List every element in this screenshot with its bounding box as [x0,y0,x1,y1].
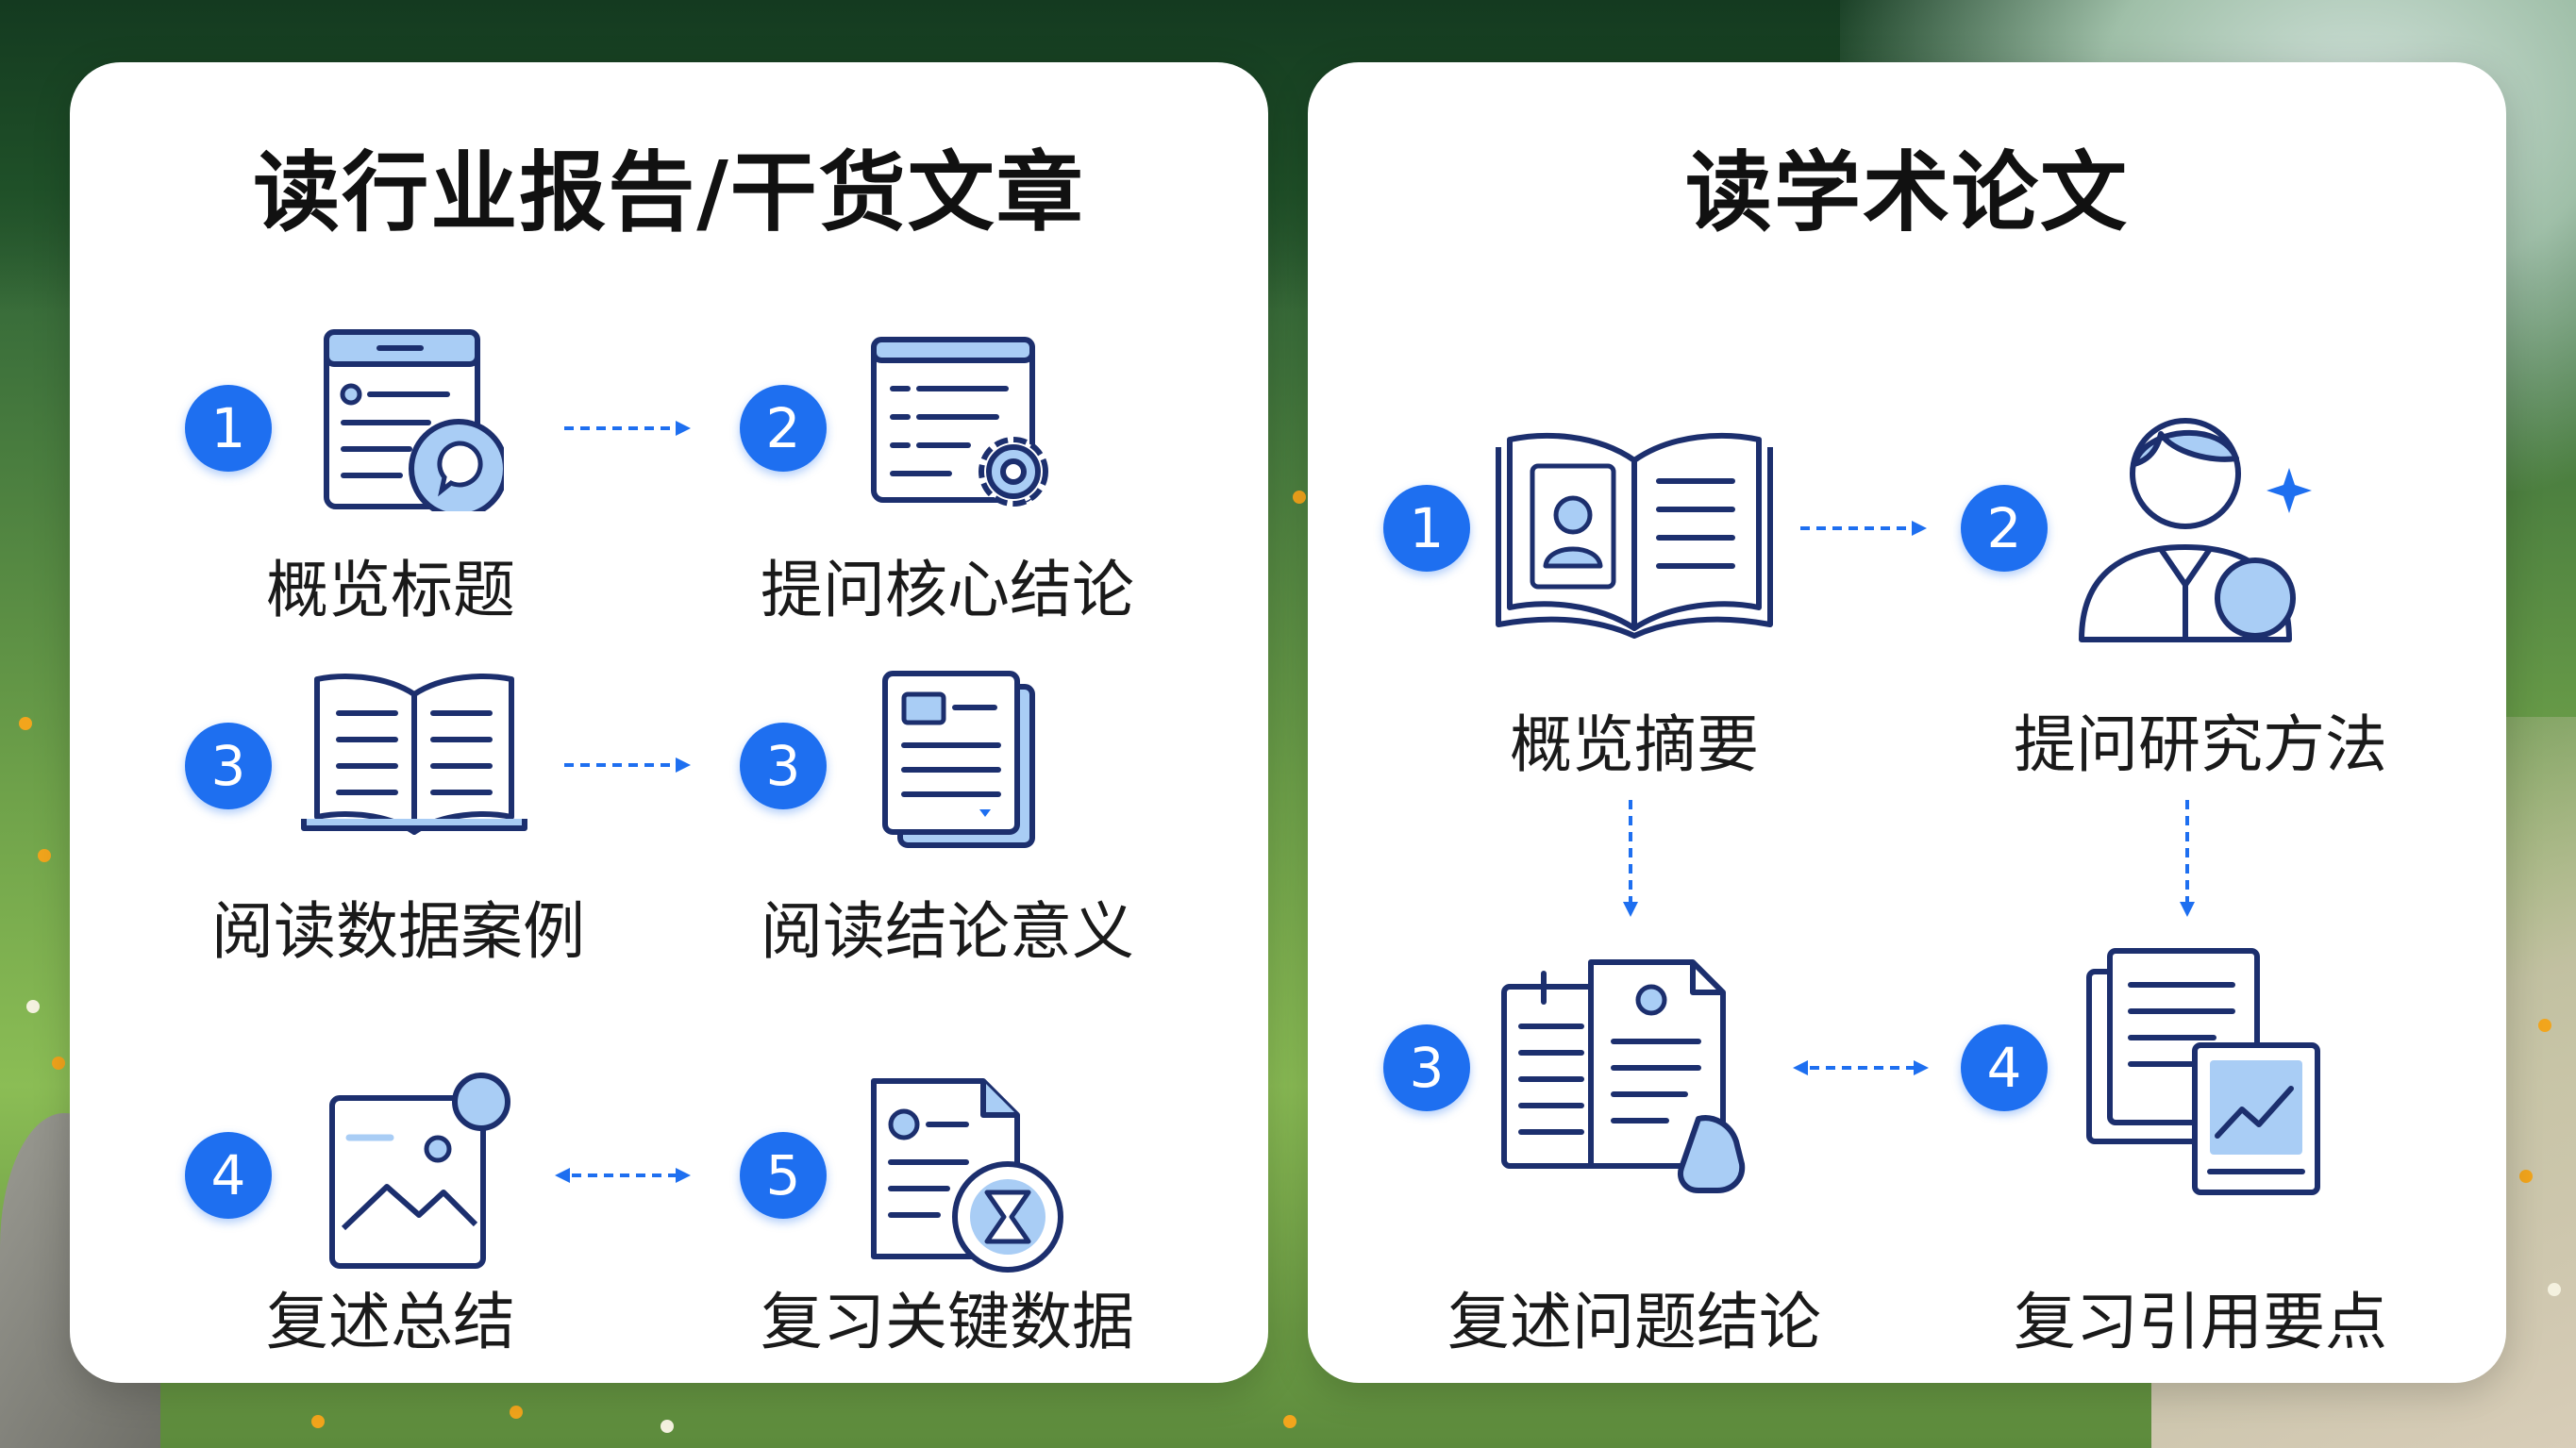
academic-paper-card: 读学术论文 1 概览摘要 2 提问研究方法 3 [1308,62,2506,1383]
step-label: 阅读数据案例 [211,895,585,968]
flower [311,1415,325,1428]
documents-hand-icon [1501,959,1746,1193]
document-badge-icon [871,1078,1063,1273]
flower [2548,1283,2561,1296]
step-label: 概览标题 [266,554,515,626]
step-badge: 3 [185,723,272,809]
step-badge: 1 [185,385,272,472]
image-frame-icon [329,1073,510,1269]
step-label: 复习关键数据 [761,1286,1134,1358]
flower [2519,1170,2533,1183]
card-title: 读学术论文 [1684,142,2129,243]
step-label: 阅读结论意义 [761,895,1134,968]
step-label: 复述总结 [266,1286,515,1358]
step-badge: 1 [1383,485,1470,572]
step-badge: 2 [740,385,827,472]
flower [1293,491,1306,504]
dashed-arrow-down [2180,800,2195,917]
step-label: 提问核心结论 [761,554,1134,626]
dashed-arrow-right [564,421,691,436]
dashed-arrow-bidirectional [555,1168,691,1183]
dashed-arrow-down [1623,800,1638,917]
step-badge: 5 [740,1132,827,1219]
step-label: 概览摘要 [1510,708,1759,781]
step-label: 复习引用要点 [2014,1286,2387,1358]
flower [52,1057,65,1070]
flower [661,1420,674,1433]
flower [19,717,32,730]
dashed-arrow-bidirectional [1793,1060,1929,1075]
open-book-icon [301,674,527,835]
step-badge: 2 [1961,485,2048,572]
step-badge: 4 [185,1132,272,1219]
document-gear-icon [871,337,1048,507]
step-badge: 3 [740,723,827,809]
card-title: 读行业报告/干货文章 [253,142,1085,243]
step-label: 复述问题结论 [1447,1286,1821,1358]
documents-chart-icon [2086,948,2320,1195]
flower [26,1000,40,1013]
step-badge: 4 [1961,1024,2048,1111]
flower [1283,1415,1296,1428]
step-badge: 3 [1383,1024,1470,1111]
flower [2538,1019,2551,1032]
document-stack-icon [882,671,1035,848]
industry-report-card: 读行业报告/干货文章 1 概览标题 2 提问核心结论 3 [70,62,1268,1383]
profile-book-icon [1496,432,1773,639]
flower [510,1406,523,1419]
dashed-arrow-right [564,757,691,773]
researcher-icon [2079,418,2312,642]
dashed-arrow-right [1800,521,1927,536]
document-chat-icon [324,329,504,511]
step-label: 提问研究方法 [2014,708,2387,781]
flower [38,849,51,862]
